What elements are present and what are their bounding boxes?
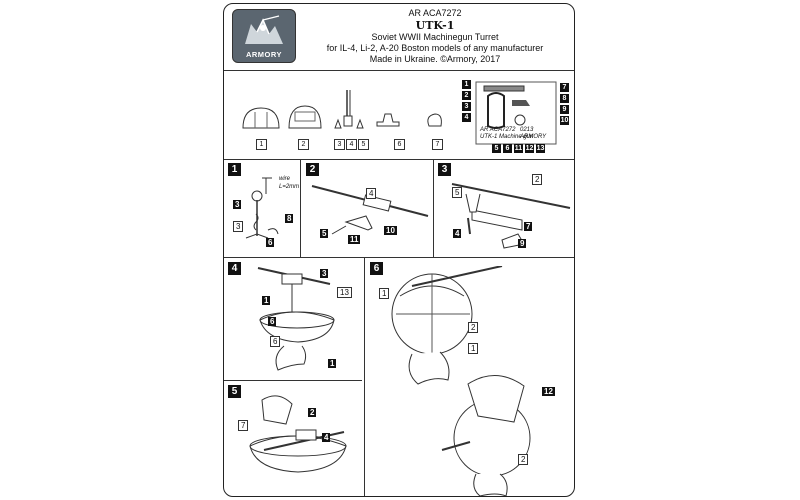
divider xyxy=(300,159,301,257)
step-2-number: 2 xyxy=(306,163,319,176)
instruction-sheet: ARMORY AR ACA7272 UTK-1 Soviet WWII Mach… xyxy=(223,3,575,497)
pe-num-6: 6 xyxy=(503,144,512,153)
logo-emblem xyxy=(245,15,283,44)
step-5-callout-4: 4 xyxy=(322,433,331,442)
step-6-callout-1: 1 xyxy=(379,288,390,299)
step-3-callout-7: 7 xyxy=(524,222,533,231)
header-line-3: Made in Ukraine. ©Armory, 2017 xyxy=(369,54,501,64)
pe-num-11: 11 xyxy=(514,144,523,153)
divider xyxy=(364,257,365,496)
step-5-drawing xyxy=(249,395,347,473)
pe-num-2: 2 xyxy=(462,91,471,100)
step-4-callout-1b: 1 xyxy=(328,359,337,368)
part-label-4: 4 xyxy=(346,139,357,150)
step-1-callout-6: 6 xyxy=(266,238,275,247)
step-6-drawing xyxy=(391,266,531,496)
pe-fret-drawing xyxy=(475,81,557,145)
pe-num-4: 4 xyxy=(462,113,471,122)
step-5-callout-7: 7 xyxy=(238,420,249,431)
step-2-callout-4: 4 xyxy=(366,188,377,199)
step-3-callout-9: 9 xyxy=(518,239,527,248)
product-name: UTK-1 xyxy=(415,19,455,32)
resin-parts-drawing xyxy=(242,90,442,129)
pe-fret-text-4: ARMORY xyxy=(520,134,547,140)
part-label-1: 1 xyxy=(256,139,267,150)
part-label-5: 5 xyxy=(358,139,369,150)
pe-num-12: 12 xyxy=(525,144,534,153)
step-1-wire-note: wire xyxy=(279,176,291,182)
pe-num-3: 3 xyxy=(462,102,471,111)
step-4-callout-13: 13 xyxy=(337,287,352,298)
divider xyxy=(224,380,362,381)
step-4-callout-6b: 6 xyxy=(270,336,281,347)
part-label-2: 2 xyxy=(298,139,309,150)
armory-logo: ARMORY xyxy=(232,9,296,63)
part-label-7: 7 xyxy=(432,139,443,150)
step-4-number: 4 xyxy=(228,262,241,275)
pe-num-7: 7 xyxy=(560,83,569,92)
pe-num-9: 9 xyxy=(560,105,569,114)
step-4-callout-6: 6 xyxy=(268,317,277,326)
step-6-callout-1b: 1 xyxy=(468,343,479,354)
step-1-wire-length: L=2mm xyxy=(279,184,300,190)
step-3-callout-4: 4 xyxy=(453,229,462,238)
pe-num-13: 13 xyxy=(536,144,545,153)
pe-num-1: 1 xyxy=(462,80,471,89)
header-line-2: for IL-4, Li-2, A-20 Boston models of an… xyxy=(326,43,544,53)
logo-brand: ARMORY xyxy=(245,50,283,59)
step-4-drawing xyxy=(257,267,335,371)
step-1-callout-3: 3 xyxy=(233,200,242,209)
step-4-callout-1: 1 xyxy=(262,296,271,305)
step-4-callout-3: 3 xyxy=(320,269,329,278)
step-6-callout-12: 12 xyxy=(542,387,555,396)
sheet-header: AR ACA7272 UTK-1 Soviet WWII Machinegun … xyxy=(300,8,570,65)
step-6-number: 6 xyxy=(370,262,383,275)
pe-num-10: 10 xyxy=(560,116,569,125)
step-1-number: 1 xyxy=(228,163,241,176)
step-1-callout-8: 8 xyxy=(285,214,294,223)
step-5-number: 5 xyxy=(228,385,241,398)
step-6-callout-2b: 2 xyxy=(518,454,529,465)
product-code: AR ACA7272 xyxy=(408,8,462,18)
step-3-callout-5: 5 xyxy=(452,187,463,198)
step-2-callout-10: 10 xyxy=(384,226,397,235)
divider xyxy=(224,257,574,258)
pe-fret-text-1: AR ACA7272 xyxy=(480,127,516,133)
header-line-1: Soviet WWII Machinegun Turret xyxy=(371,32,499,42)
pe-num-8: 8 xyxy=(560,94,569,103)
pe-num-5: 5 xyxy=(492,144,501,153)
step-6-callout-2: 2 xyxy=(468,322,479,333)
step-2-drawing xyxy=(311,185,429,235)
step-5-callout-2: 2 xyxy=(308,408,317,417)
step-3-callout-2: 2 xyxy=(532,174,543,185)
step-1-drawing xyxy=(245,177,279,239)
part-label-6: 6 xyxy=(394,139,405,150)
step-3-drawing xyxy=(451,183,571,249)
divider xyxy=(433,159,434,257)
pe-fret-text-3: 0213 xyxy=(520,127,534,133)
pe-fret-text-2: UTK-1 Machine gun xyxy=(480,134,534,140)
step-2-callout-5: 5 xyxy=(320,229,329,238)
step-1-callout-3b: 3 xyxy=(233,221,244,232)
divider xyxy=(224,70,574,71)
step-3-number: 3 xyxy=(438,163,451,176)
part-label-3: 3 xyxy=(334,139,345,150)
divider xyxy=(224,159,574,160)
step-2-callout-11: 11 xyxy=(348,235,361,244)
